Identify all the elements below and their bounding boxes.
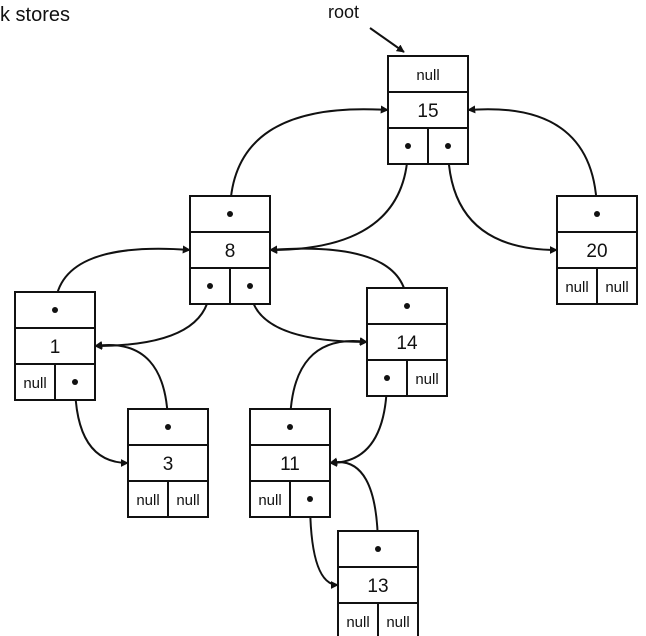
right-pointer-dot	[72, 379, 78, 385]
parent-pointer-dot	[375, 546, 381, 552]
right-pointer-dot	[445, 143, 451, 149]
node-key-label: 14	[396, 333, 418, 354]
parent-pointer-arrow	[329, 457, 379, 550]
parent-pointer-dot	[594, 211, 600, 217]
left-null-label: null	[346, 614, 369, 631]
left-null-label: null	[565, 279, 588, 296]
parent-pointer-dot	[227, 211, 233, 217]
parent-pointer-dot	[52, 307, 58, 313]
node-key-label: 15	[417, 101, 438, 122]
parent-pointer-arrow	[289, 337, 368, 428]
tree-node-8: 8	[189, 195, 271, 305]
parent-pointer-arrow	[94, 341, 169, 428]
node-key-label: 20	[586, 241, 607, 262]
node-key-label: 8	[225, 241, 236, 262]
left-null-label: null	[136, 492, 159, 509]
parent-null-label: null	[416, 67, 439, 84]
parent-pointer-arrow	[229, 105, 389, 215]
tree-node-11: 11 null	[249, 408, 331, 518]
node-key-label: 1	[50, 337, 61, 358]
tree-node-14: 14 null	[366, 287, 448, 397]
left-pointer-dot	[207, 283, 213, 289]
left-pointer-dot	[384, 375, 390, 381]
right-null-label: null	[176, 492, 199, 509]
root-arrow	[369, 27, 405, 53]
left-null-label: null	[23, 375, 46, 392]
tree-node-13: 13 null null	[337, 530, 419, 636]
left-null-label: null	[258, 492, 281, 509]
tree-node-20: 20 null null	[556, 195, 638, 305]
parent-pointer-arrow	[467, 105, 598, 215]
right-null-label: null	[415, 371, 438, 388]
tree-node-15: null 15	[387, 55, 469, 165]
right-pointer-dot	[247, 283, 253, 289]
node-key-label: 3	[163, 454, 174, 475]
right-child-pointer-arrow	[447, 145, 558, 254]
caption-text: k stores	[0, 4, 71, 26]
parent-pointer-dot	[404, 303, 410, 309]
right-null-label: null	[605, 279, 628, 296]
right-null-label: null	[386, 614, 409, 631]
parent-pointer-dot	[287, 424, 293, 430]
left-pointer-dot	[405, 143, 411, 149]
right-pointer-dot	[307, 496, 313, 502]
root-label: root	[328, 2, 360, 22]
node-key-label: 13	[367, 576, 388, 597]
node-key-label: 11	[280, 454, 300, 475]
parent-pointer-dot	[165, 424, 171, 430]
